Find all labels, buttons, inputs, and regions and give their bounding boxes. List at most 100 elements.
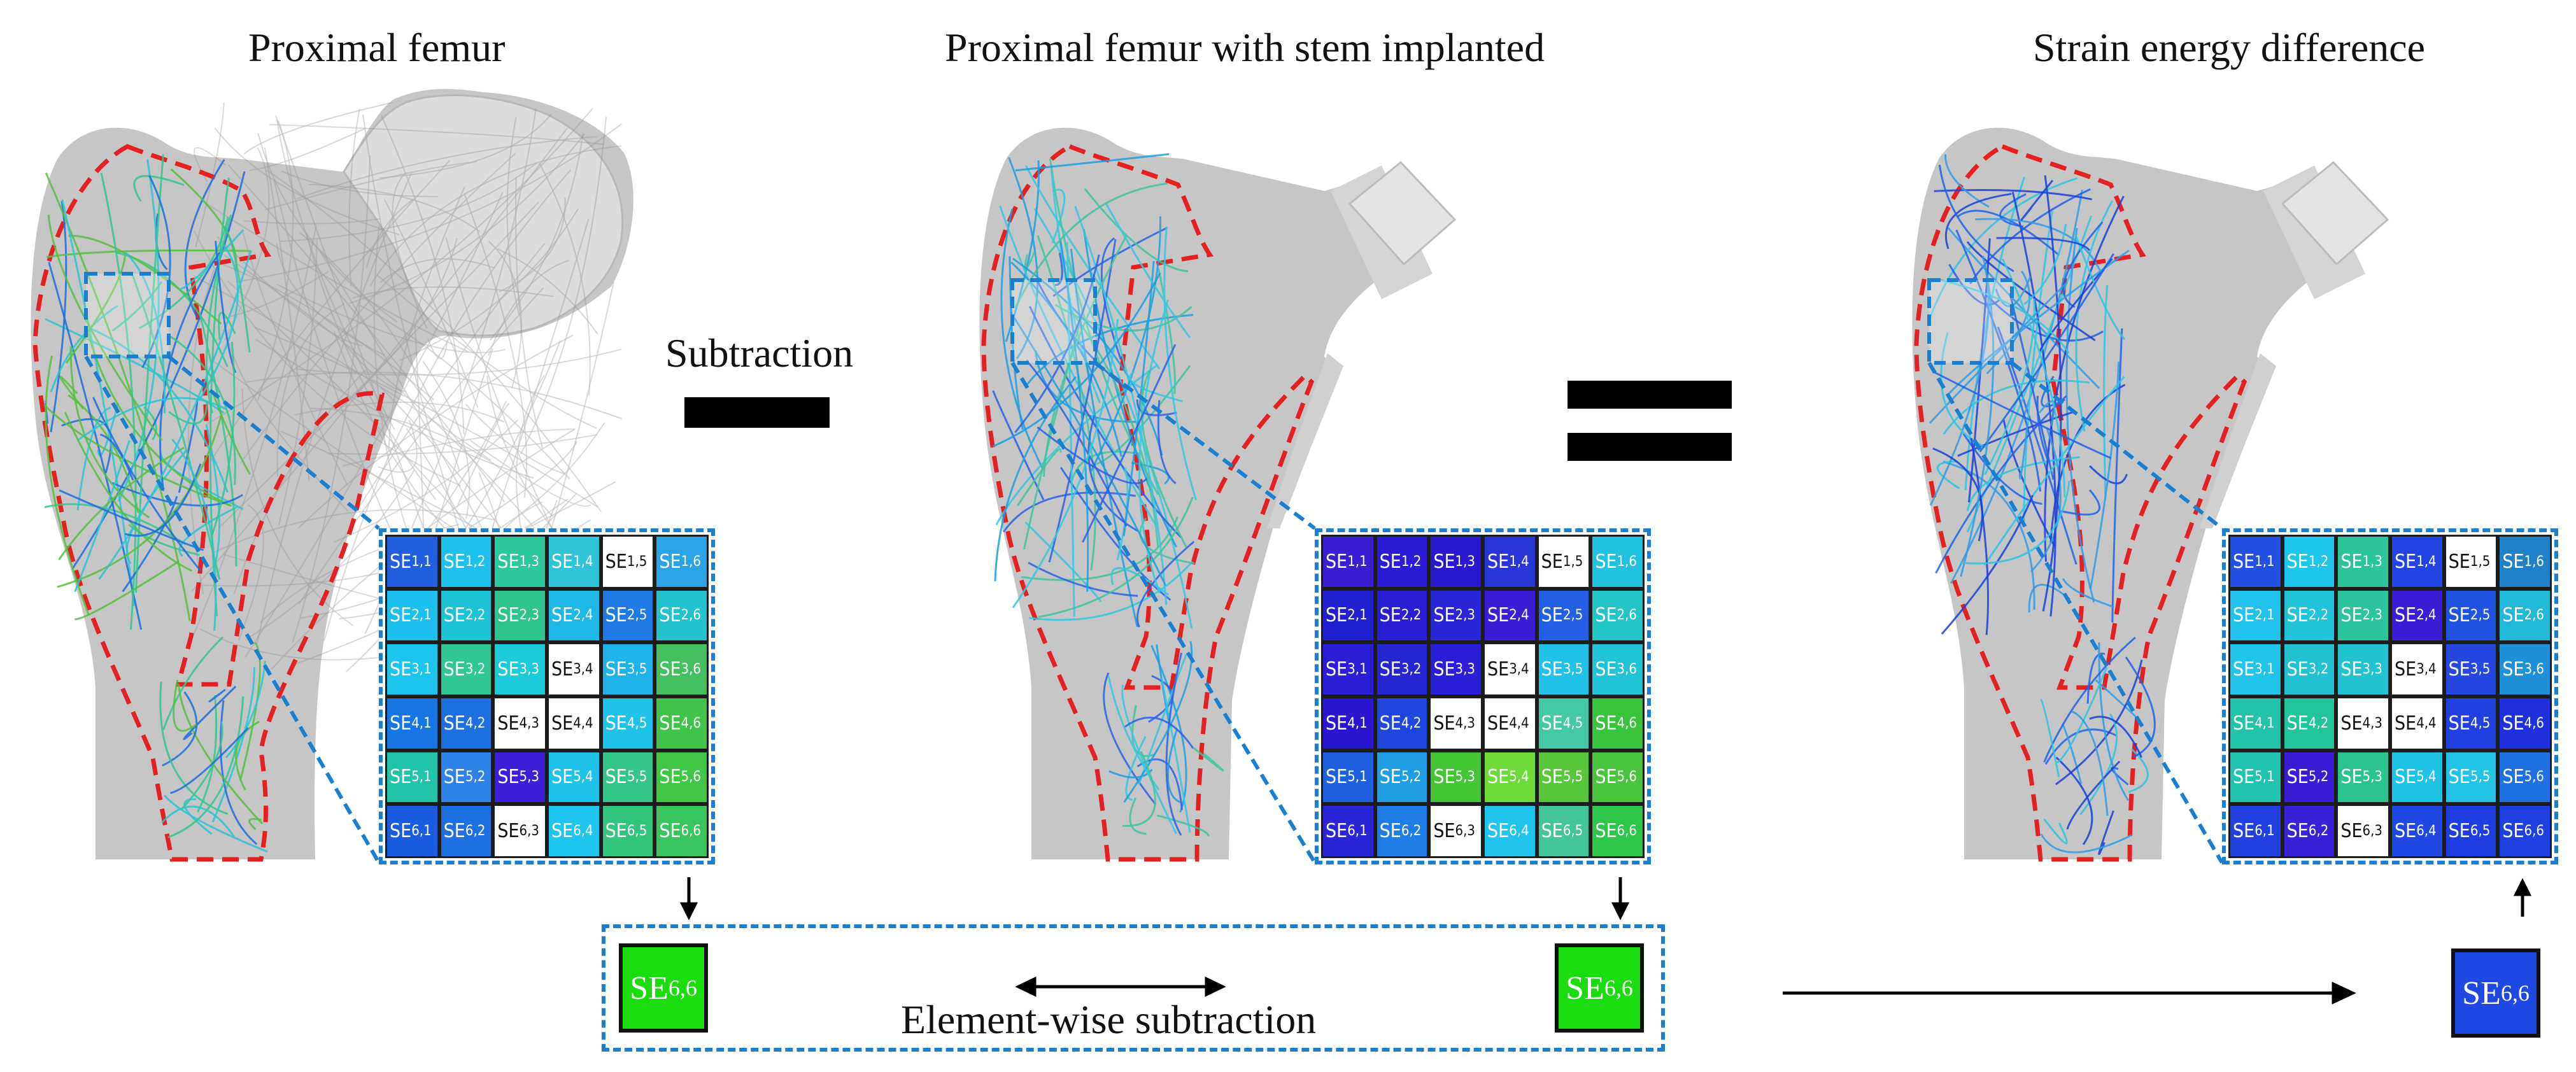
trabecular-fiber [264, 147, 310, 481]
matrix-cell-index: 2,5 [626, 607, 648, 624]
trabecular-fiber [1071, 451, 1141, 481]
element-se66-femur-prefix: SE [630, 970, 669, 1006]
matrix-cell-prefix: SE [551, 658, 574, 681]
trabecular-fiber [299, 232, 460, 471]
trabecular-fiber [1105, 202, 1191, 339]
trabecular-fiber [133, 175, 185, 202]
trabecular-fiber [333, 419, 519, 543]
matrix-cell-index: 1,1 [411, 553, 432, 570]
trabecular-fiber [43, 404, 232, 507]
trabecular-fiber [1996, 237, 2091, 251]
trabecular-fiber [2089, 465, 2128, 484]
trabecular-fiber [1944, 193, 2012, 250]
matrix-cell-index: 4,5 [2470, 715, 2491, 731]
trabecular-fiber [378, 420, 418, 473]
matrix-cell-prefix: SE [2502, 658, 2524, 681]
matrix-cell-prefix: SE [497, 820, 520, 843]
trabecular-fiber [1955, 229, 2042, 492]
colored-trabecular-fibers [43, 154, 268, 853]
matrix-cell-index: 5,3 [2362, 769, 2382, 786]
matrix-cell-prefix: SE [605, 820, 627, 843]
matrix-cell-prefix: SE [1487, 766, 1510, 789]
trabecular-fiber [239, 642, 261, 781]
down-arrow-middle-head [1611, 902, 1630, 920]
trabecular-fiber [2071, 710, 2109, 816]
matrix-cell-index: 2,2 [1401, 607, 1422, 624]
trabecular-fiber [294, 401, 505, 423]
trabecular-fiber [460, 441, 577, 534]
matrix-cell-index: 2,1 [1347, 607, 1368, 624]
trabecular-fiber [487, 259, 570, 356]
matrix-cell-prefix: SE [2286, 604, 2309, 627]
matrix-cell-prefix: SE [2233, 550, 2255, 573]
trabecular-fiber [1005, 160, 1040, 342]
matrix-cell-index: 1,2 [2308, 553, 2329, 570]
trabecular-fiber [296, 348, 622, 376]
matrix-cell-prefix: SE [2233, 820, 2255, 843]
matrix-cell-prefix: SE [497, 658, 520, 681]
matrix-cell-prefix: SE [2233, 766, 2255, 789]
trabecular-fiber [1163, 227, 1198, 501]
trabecular-fiber [1107, 676, 1160, 791]
matrix-cell-prefix: SE [390, 658, 412, 681]
matrix-cell-index: 6,3 [519, 823, 539, 840]
trabecular-fiber [191, 127, 569, 592]
matrix-cell-prefix: SE [1487, 550, 1510, 573]
matrix-cell-index: 4,5 [1562, 715, 1583, 731]
matrix-cell-prefix: SE [1379, 766, 1401, 789]
trabecular-fiber [2023, 211, 2053, 526]
femur-bone-middle [979, 127, 1413, 859]
trabecular-fiber [173, 679, 197, 732]
matrix-cell-index: 3,2 [465, 661, 486, 678]
matrix-cell-index: 5,2 [1401, 769, 1422, 786]
trabecular-fiber [1167, 728, 1181, 803]
trabecular-fiber [1017, 448, 1062, 507]
trabecular-fiber [520, 116, 607, 455]
trabecular-fiber [50, 201, 67, 433]
matrix-cell-prefix: SE [1326, 712, 1348, 735]
trabecular-fiber [2055, 756, 2093, 845]
matrix-cell-index: 1,5 [2470, 553, 2491, 570]
trabecular-fiber [256, 173, 412, 644]
matrix-cell-prefix: SE [443, 712, 465, 735]
trabecular-fiber [1052, 227, 1168, 297]
trabecular-fiber [296, 136, 598, 200]
trabecular-fiber [1983, 376, 2125, 566]
femur-head-left [343, 94, 624, 337]
zoom-line-upper-right [2011, 361, 2223, 530]
trabecular-fiber [195, 102, 225, 248]
trabecular-fiber [992, 390, 1045, 500]
trabecular-fiber [1936, 460, 1960, 490]
matrix-cell-index: 5,4 [2416, 769, 2437, 786]
matrix-cell-index: 4,1 [1347, 715, 1368, 731]
up-arrow-right-head [2513, 878, 2532, 896]
matrix-cell-prefix: SE [2233, 658, 2255, 681]
trabecular-fiber [111, 482, 244, 507]
matrix-cell-index: 3,6 [1617, 661, 1637, 678]
subtraction-label: Subtraction [665, 330, 854, 376]
matrix-cell-prefix: SE [2394, 766, 2417, 789]
